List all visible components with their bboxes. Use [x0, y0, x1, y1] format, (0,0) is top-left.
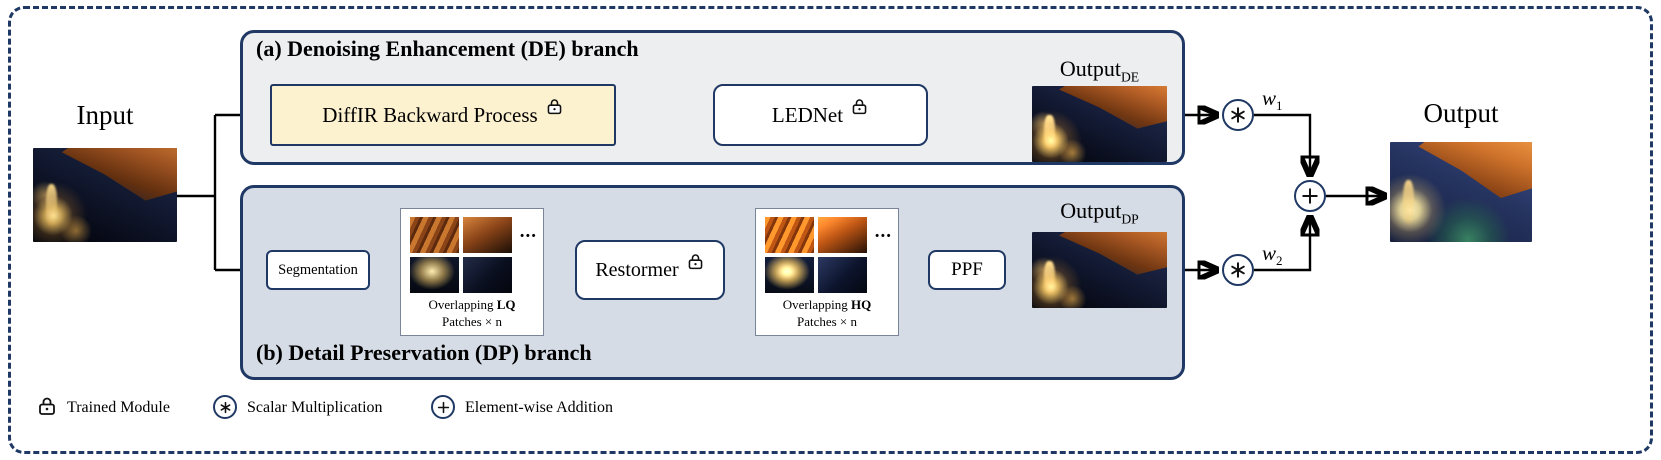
- lq-patch-grid: [410, 217, 512, 293]
- lock-icon: [545, 97, 564, 116]
- segmentation-label: Segmentation: [278, 261, 358, 278]
- patch-tile: [765, 217, 814, 253]
- patch-tile: [463, 257, 512, 293]
- w2-sub: 2: [1276, 253, 1283, 269]
- lq-caption-line2: Patches × n: [441, 314, 503, 329]
- output-label: Output: [1423, 98, 1499, 128]
- hq-caption-line2: Patches × n: [796, 314, 858, 329]
- restormer-label: Restormer: [595, 258, 679, 281]
- patch-tile: [818, 257, 867, 293]
- ellipsis-more-patches: ...: [874, 221, 892, 242]
- dashed-outer-frame: [8, 6, 1653, 454]
- output-de-label: OutputDE: [1032, 56, 1167, 85]
- patch-tile: [410, 257, 459, 293]
- lq-caption-bold: LQ: [496, 297, 516, 312]
- ppf-box: PPF: [928, 250, 1006, 290]
- ppf-label: PPF: [951, 259, 983, 280]
- hq-caption-prefix: Overlapping: [782, 297, 851, 312]
- lock-icon: [850, 97, 869, 116]
- legend-trained-module: Trained Module: [67, 399, 170, 416]
- patch-tile: [765, 257, 814, 293]
- output-dp-image: [1032, 232, 1167, 308]
- output-de-label-base: Output: [1059, 56, 1121, 81]
- lednet-label: LEDNet: [771, 102, 844, 127]
- output-de-label-sub: DE: [1120, 69, 1140, 85]
- output-dp-label-base: Output: [1060, 198, 1122, 223]
- output-de-image: [1032, 86, 1167, 162]
- lq-caption-prefix: Overlapping: [428, 297, 497, 312]
- input-image: [33, 148, 177, 242]
- patch-tile: [818, 217, 867, 253]
- legend-scalar-multiplication: Scalar Multiplication: [247, 399, 383, 416]
- hq-patch-grid: [765, 217, 867, 293]
- de-branch-title: (a) Denoising Enhancement (DE) branch: [256, 36, 639, 61]
- lq-patches-panel: ... Overlapping LQ Patches × n: [400, 208, 544, 336]
- hq-caption-line1: Overlapping HQ: [756, 297, 898, 313]
- hq-patches-panel: ... Overlapping HQ Patches × n: [755, 208, 899, 336]
- legend-elementwise-addition: Element-wise Addition: [465, 399, 613, 416]
- segmentation-box: Segmentation: [266, 250, 370, 290]
- lednet-box: LEDNet: [713, 84, 928, 146]
- diffir-backward-process-box: DiffIR Backward Process: [270, 84, 616, 146]
- lock-icon: [686, 252, 705, 271]
- restormer-box: Restormer: [575, 240, 725, 300]
- elementwise-addition-icon: [1294, 180, 1326, 212]
- elementwise-addition-icon: [431, 395, 455, 419]
- diffir-label: DiffIR Backward Process: [322, 102, 538, 127]
- weight-w2-label: w2: [1262, 241, 1283, 269]
- output-dp-label-sub: DP: [1121, 211, 1139, 227]
- patch-tile: [410, 217, 459, 253]
- w2-base: w: [1262, 241, 1277, 265]
- hq-caption-bold: HQ: [851, 297, 872, 312]
- output-image: [1390, 142, 1532, 242]
- scalar-multiplication-icon: [1222, 99, 1254, 131]
- lq-caption-line1: Overlapping LQ: [401, 297, 543, 313]
- scalar-multiplication-icon: [213, 395, 237, 419]
- lock-icon: [36, 395, 58, 417]
- output-dp-label: OutputDP: [1032, 198, 1167, 227]
- scalar-multiplication-icon: [1222, 254, 1254, 286]
- dp-branch-title: (b) Detail Preservation (DP) branch: [256, 340, 592, 365]
- patch-tile: [463, 217, 512, 253]
- weight-w1-label: w1: [1262, 86, 1283, 114]
- ellipsis-more-patches: ...: [519, 221, 537, 242]
- input-label: Input: [76, 100, 134, 130]
- w1-base: w: [1262, 86, 1277, 110]
- w1-sub: 1: [1276, 98, 1283, 114]
